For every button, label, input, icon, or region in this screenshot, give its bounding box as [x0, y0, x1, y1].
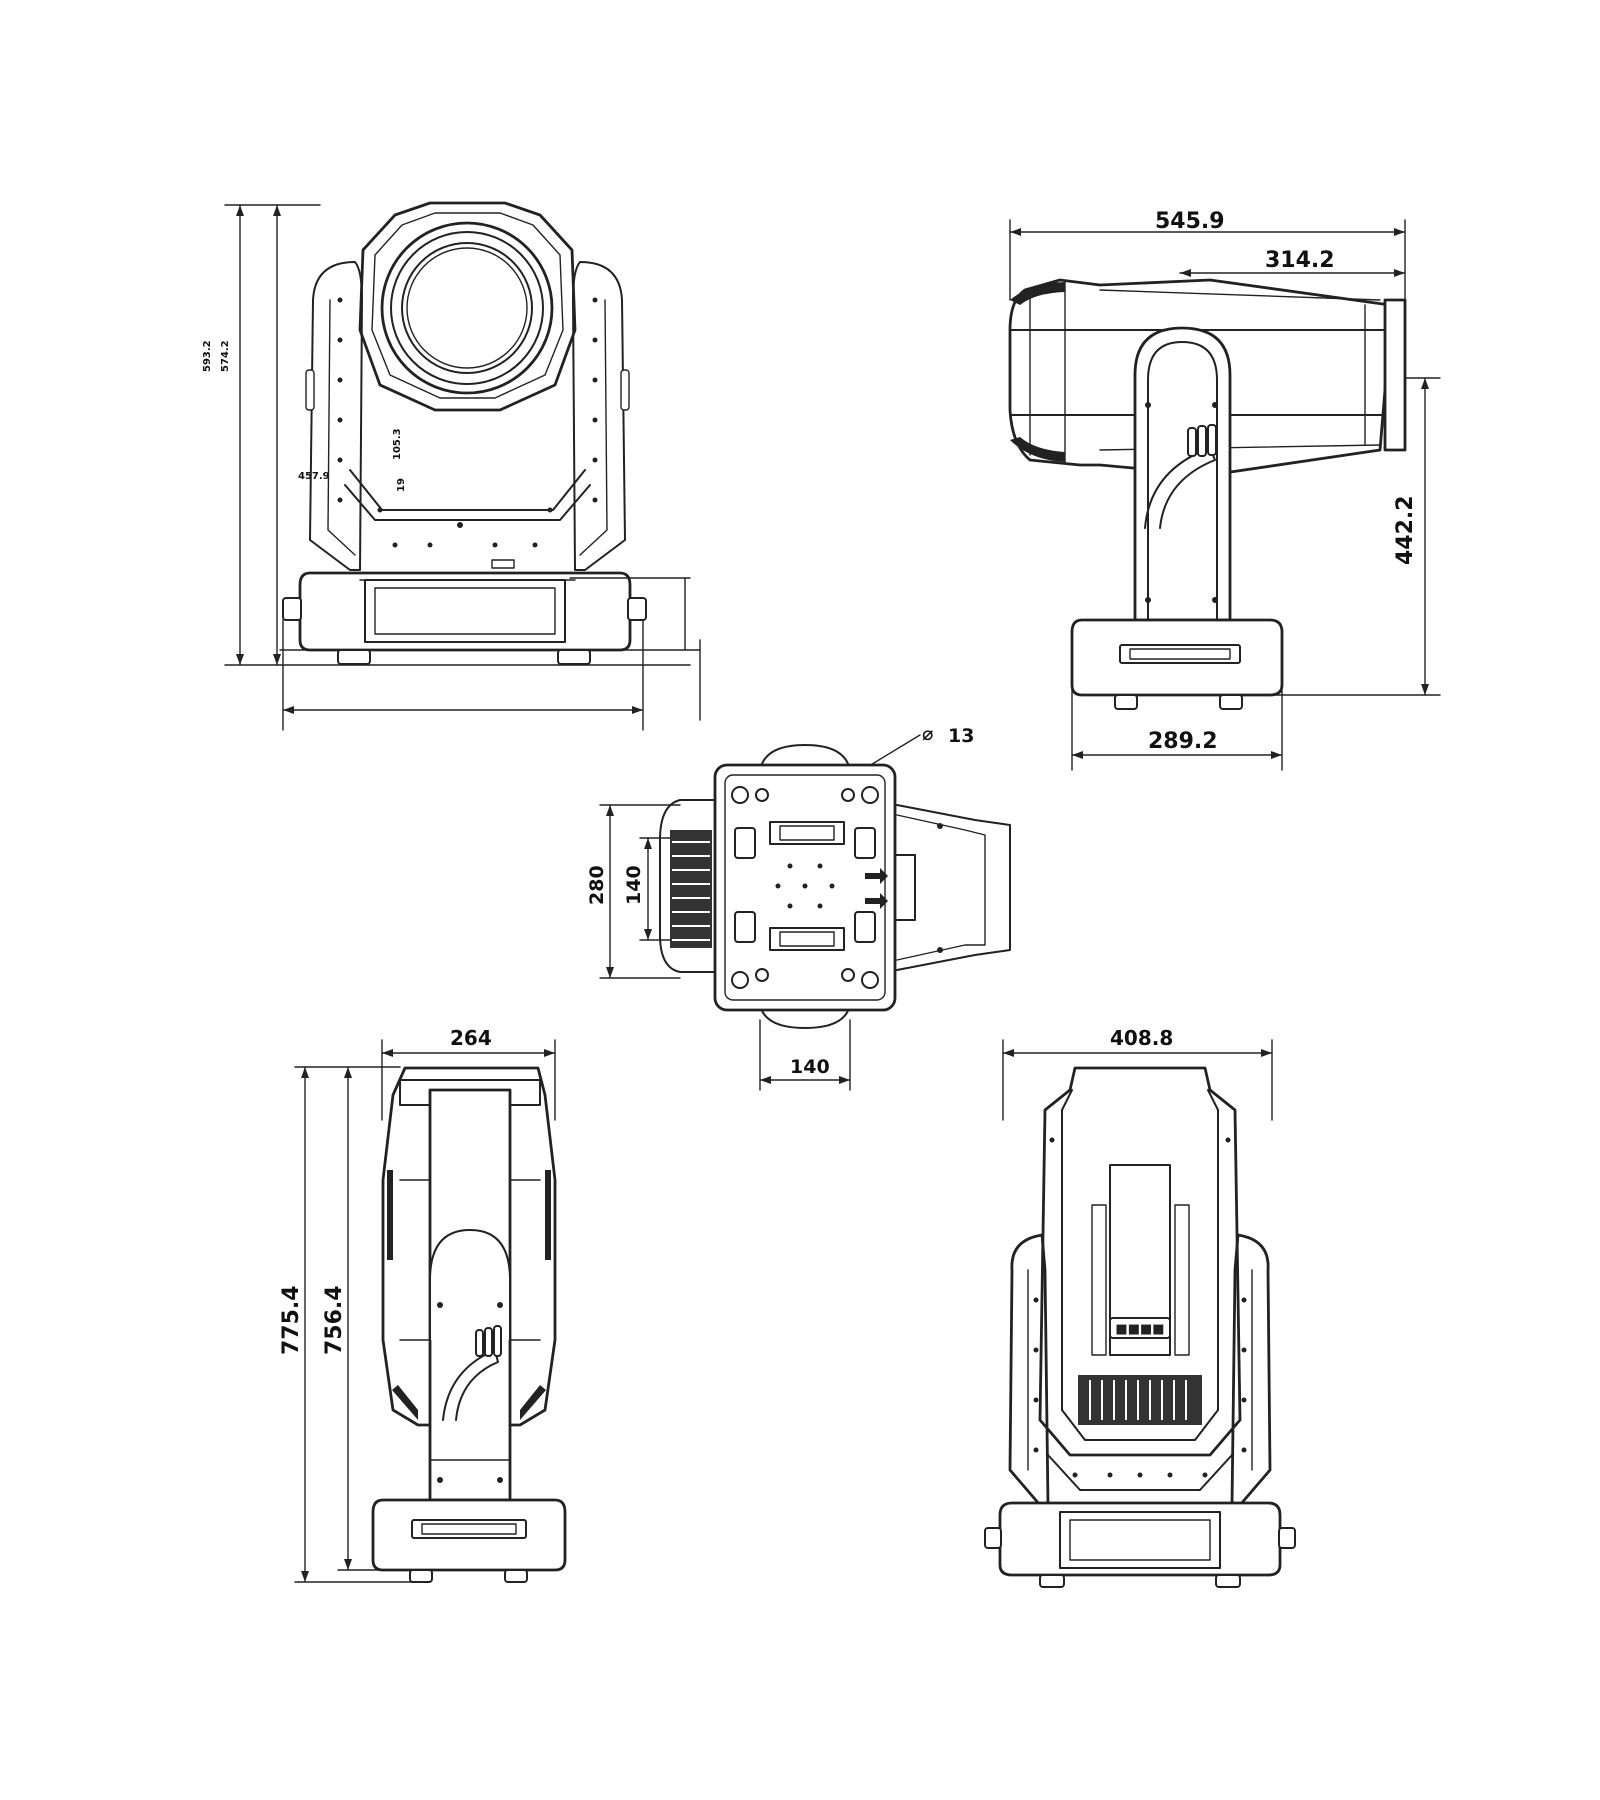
bottom-yoke-arm: [892, 804, 1011, 971]
side-base: [371, 1498, 567, 1583]
rear-base: [984, 1501, 1296, 1588]
front-yoke-arms: [305, 261, 630, 571]
side-dim-overall-height: 775.4: [279, 1285, 304, 1355]
side-dim-depth: 264: [450, 1026, 492, 1050]
side-yoke-arm: [428, 1088, 512, 1502]
front-lens: [401, 242, 533, 374]
bottom-dim-diameter-symbol: ⌀: [922, 723, 933, 745]
rear-logo: ■■■■: [1115, 1322, 1164, 1337]
bottom-mount-holes: [731, 786, 879, 989]
bottom-dim-width: 140: [790, 1056, 830, 1078]
side-dim-length: 545.9: [1155, 209, 1225, 234]
bottom-dim-hole: 13: [948, 725, 974, 747]
side-dim-rear: 314.2: [1265, 248, 1335, 273]
rear-grille: [1078, 1375, 1202, 1425]
side-dim-base: 289.2: [1148, 729, 1218, 754]
bottom-base-plate: [713, 744, 897, 1029]
side-head-dimension-lines: [1009, 219, 1441, 771]
front-dim-height-2: 574.2: [220, 340, 231, 372]
rear-head: ■■■■: [1038, 1066, 1242, 1457]
front-view: 593.2 574.2 457.9 105.3 19: [202, 201, 701, 731]
bottom-view: 280 140 140 ⌀ 13: [586, 723, 1011, 1091]
side-head-base: [1070, 618, 1284, 710]
bottom-dim-span: 280: [586, 865, 608, 905]
rear-view: 408.8 ■■■■: [984, 1026, 1296, 1588]
front-dim-19: 19: [396, 478, 407, 492]
bottom-dim-inner: 140: [623, 865, 645, 905]
front-dim-overall-height: 593.2: [202, 340, 213, 372]
side-dim-height: 442.2: [1393, 495, 1418, 565]
front-base: [282, 571, 647, 665]
front-head: [358, 201, 577, 412]
side-head-view: 545.9 314.2 442.2 289.2: [1008, 209, 1441, 771]
rear-dimension-lines: [1002, 1039, 1273, 1121]
side-head-arm: [1133, 326, 1232, 622]
front-dim-105: 105.3: [392, 428, 403, 460]
front-dim-arm-width: 457.9: [298, 471, 330, 482]
side-view: 264 775.4 756.4: [279, 1026, 567, 1583]
side-dim-height-2: 756.4: [322, 1285, 347, 1355]
bottom-head-grille: [659, 799, 721, 973]
rear-dim-width: 408.8: [1110, 1026, 1173, 1050]
side-dimension-lines: [294, 1039, 556, 1583]
